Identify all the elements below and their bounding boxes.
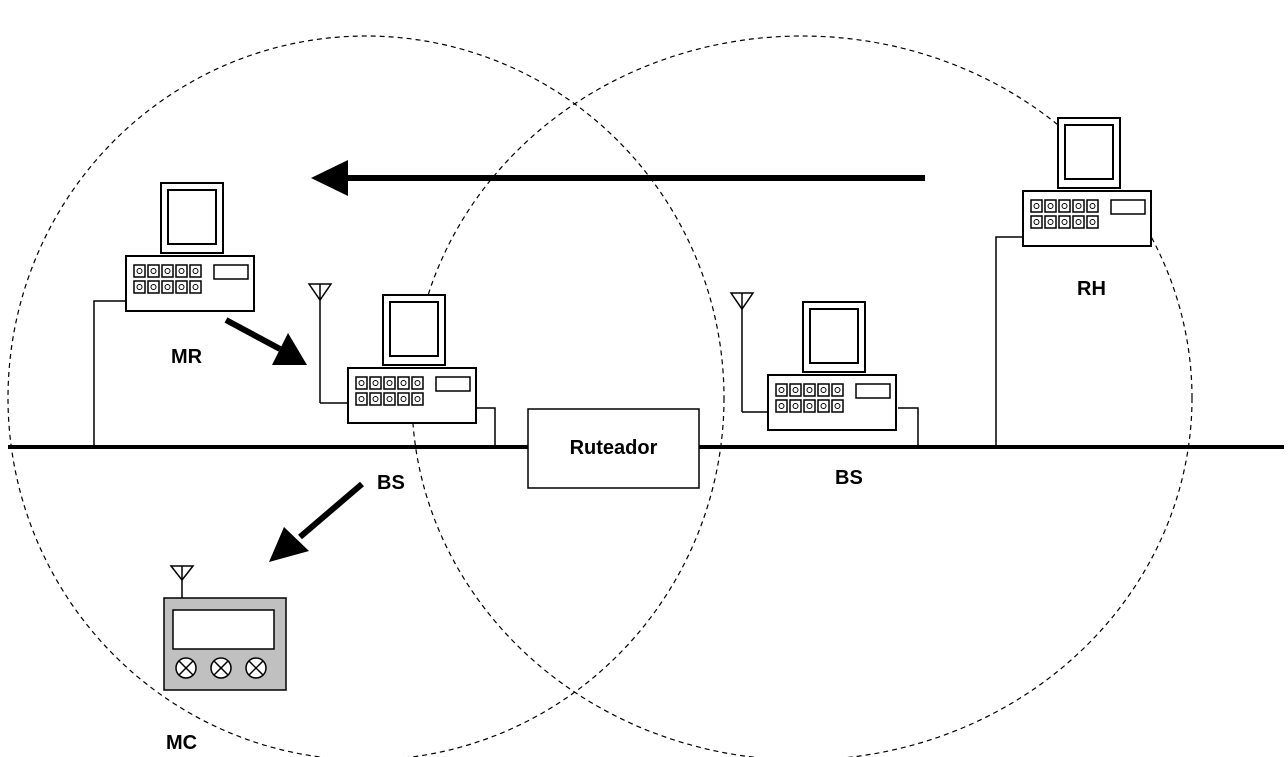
- mc-mobile-device-icon: [163, 565, 287, 691]
- bs-right-computer-icon: [767, 301, 897, 431]
- arrow-bs-to-mc: [269, 481, 364, 562]
- mr-label: MR: [171, 346, 203, 368]
- rh-label: RH: [1077, 278, 1106, 300]
- bs-left-label: BS: [377, 472, 405, 494]
- coverage-cell-left: [7, 35, 725, 757]
- rh-desktop-computer-icon: [1022, 117, 1152, 247]
- mr-link: [93, 300, 128, 447]
- router-label-box: Ruteador: [528, 409, 699, 488]
- bs-left-link: [477, 407, 496, 447]
- bs-right-label: BS: [835, 467, 863, 489]
- router-box: [527, 408, 700, 489]
- mc-label: MC: [166, 732, 198, 754]
- bs-left-antenna-icon: [308, 283, 332, 404]
- bs-right-link: [898, 407, 919, 447]
- rh-link: [995, 236, 1022, 447]
- bs-right-antenna-icon: [730, 292, 754, 413]
- mr-desktop-computer-icon: [125, 182, 255, 312]
- arrow-mr-to-bs: [224, 317, 307, 365]
- router-label: Ruteador: [569, 437, 658, 459]
- arrow-rh-to-mr: [311, 160, 925, 196]
- bs-left-computer-icon: [347, 294, 477, 424]
